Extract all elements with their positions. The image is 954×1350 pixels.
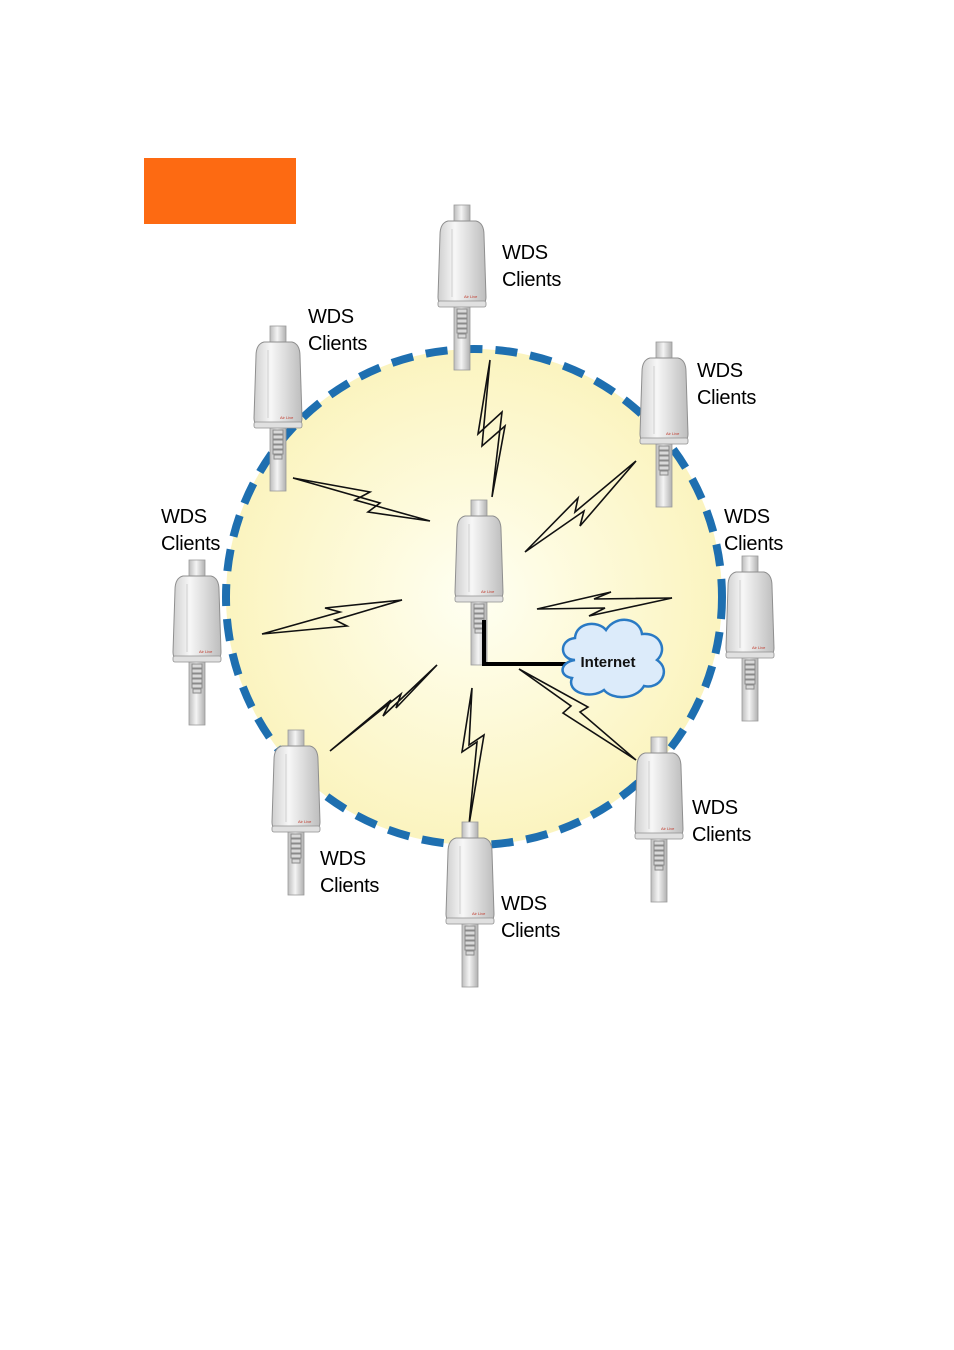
wireless-link-bolt bbox=[536, 591, 673, 617]
wireless-link-bolt bbox=[261, 599, 403, 635]
wireless-link-bolt bbox=[524, 460, 637, 553]
cloud-icon bbox=[561, 618, 665, 699]
section-marker-block bbox=[144, 158, 296, 224]
wired-link-line bbox=[482, 620, 574, 666]
wds-client-access-point-icon bbox=[172, 559, 222, 726]
wireless-link-bolt bbox=[518, 668, 637, 761]
wds-client-access-point-icon bbox=[725, 555, 775, 722]
internet-label: Internet bbox=[580, 654, 635, 671]
wds-client-access-point-icon bbox=[445, 821, 495, 988]
wireless-link-bolt bbox=[329, 664, 438, 752]
wireless-link-bolt bbox=[292, 477, 431, 522]
wds-client-access-point-icon bbox=[271, 729, 321, 896]
wds-client-access-point-icon bbox=[634, 736, 684, 903]
wireless-link-bolt bbox=[476, 359, 507, 498]
